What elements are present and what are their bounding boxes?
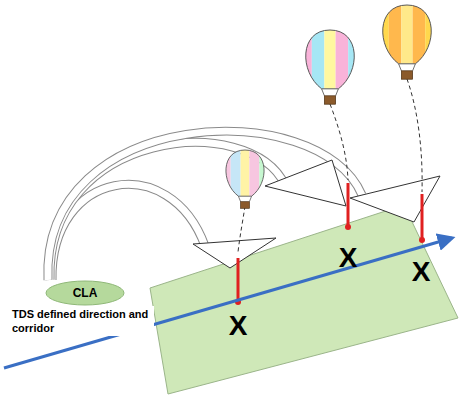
drop-lines: [238, 79, 422, 252]
target-mark: X: [229, 312, 248, 340]
balloon-medium: [299, 27, 361, 104]
launch-arcs: [48, 131, 362, 280]
target-mark: X: [339, 244, 358, 272]
corridor-note: TDS defined direction and corridor: [10, 306, 154, 336]
area-name: CLA: [73, 286, 98, 300]
balloon-large: [376, 2, 438, 79]
target-mark: X: [412, 258, 431, 286]
balloon-small: [221, 148, 269, 209]
launch-area-ellipse: CLA: [45, 280, 125, 306]
direction-arrow: [4, 238, 452, 368]
release-lines: [238, 183, 422, 300]
